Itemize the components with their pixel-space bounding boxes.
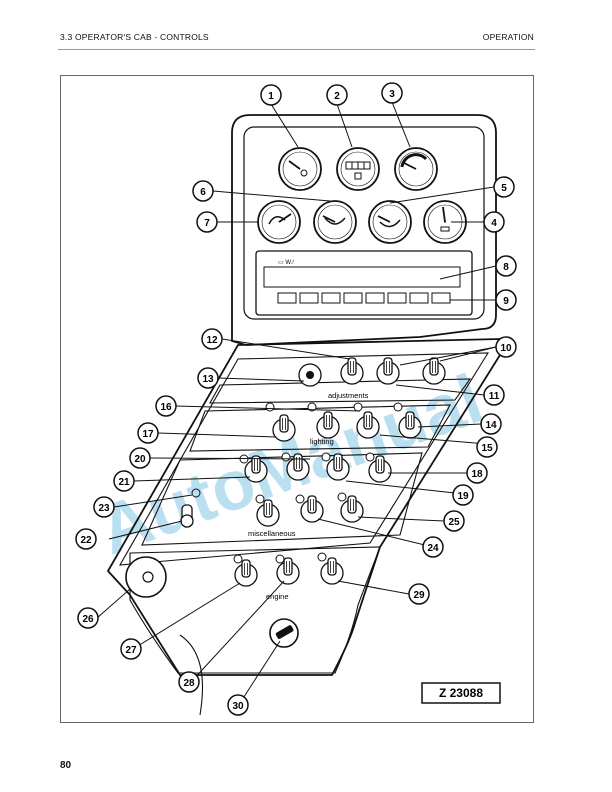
svg-text:8: 8 — [503, 262, 509, 273]
svg-text:5: 5 — [501, 183, 507, 194]
gauge-4-icon — [423, 200, 467, 244]
instrument-housing — [231, 114, 497, 346]
callout-22: 22 — [75, 528, 97, 550]
callout-18: 18 — [466, 462, 488, 484]
callout-16: 16 — [155, 395, 177, 417]
callout-10: 10 — [495, 336, 517, 358]
svg-text:10: 10 — [500, 343, 512, 354]
callout-24: 24 — [422, 536, 444, 558]
svg-text:28: 28 — [183, 678, 195, 689]
svg-text:2: 2 — [334, 91, 340, 102]
callout-8: 8 — [495, 255, 517, 277]
label-adjustments: adjustments — [328, 391, 369, 400]
svg-text:14: 14 — [485, 420, 497, 431]
figure-frame — [60, 75, 534, 723]
callout-23: 23 — [93, 496, 115, 518]
svg-text:7: 7 — [204, 218, 210, 229]
page-number: 80 — [60, 760, 72, 771]
callout-25: 25 — [443, 510, 465, 532]
svg-text:12: 12 — [206, 335, 218, 346]
toggle-switch-icon — [180, 488, 201, 528]
callout-21: 21 — [113, 470, 135, 492]
callout-5: 5 — [493, 176, 515, 198]
cab-controls-figure: AutoManual ▭ W ⁄ — [75, 82, 517, 716]
leader-lines — [96, 101, 497, 704]
svg-text:19: 19 — [457, 491, 469, 502]
section-header: 3.3 OPERATOR'S CAB - CONTROLS — [60, 32, 209, 42]
label-engine: engine — [266, 592, 289, 601]
label-lighting: lighting — [310, 437, 334, 446]
callout-11: 11 — [483, 384, 505, 406]
svg-text:22: 22 — [80, 535, 92, 546]
gauge-7-icon — [257, 200, 301, 244]
header-rule — [58, 49, 535, 50]
svg-text:26: 26 — [82, 614, 94, 625]
gauge-3-icon — [394, 147, 438, 191]
callout-2: 2 — [326, 84, 348, 106]
callout-12: 12 — [201, 328, 223, 350]
callout-30: 30 — [227, 694, 249, 716]
message-display: ▭ W ⁄ — [255, 250, 473, 316]
svg-text:17: 17 — [142, 429, 154, 440]
callout-1: 1 — [260, 84, 282, 106]
svg-text:4: 4 — [491, 218, 497, 229]
svg-text:▭ W ⁄: ▭ W ⁄ — [278, 260, 295, 266]
svg-text:30: 30 — [232, 701, 244, 712]
svg-text:20: 20 — [134, 454, 146, 465]
svg-text:23: 23 — [98, 503, 110, 514]
label-miscellaneous: miscellaneous — [248, 529, 296, 538]
svg-text:25: 25 — [448, 517, 460, 528]
plug-socket-icon — [125, 556, 167, 598]
callout-20: 20 — [129, 447, 151, 469]
svg-text:1: 1 — [268, 91, 274, 102]
gauge-2-icon — [336, 147, 380, 191]
callout-3: 3 — [381, 82, 403, 104]
callout-26: 26 — [77, 607, 99, 629]
figure-id-box: Z 23088 — [421, 682, 501, 704]
svg-text:27: 27 — [125, 645, 137, 656]
callout-28: 28 — [178, 671, 200, 693]
svg-text:29: 29 — [413, 590, 425, 601]
svg-text:3: 3 — [389, 89, 395, 100]
gauge-6-icon — [313, 200, 357, 244]
callout-17: 17 — [137, 422, 159, 444]
gauge-5-icon — [368, 200, 412, 244]
svg-text:21: 21 — [118, 477, 130, 488]
svg-text:24: 24 — [427, 543, 439, 554]
svg-text:13: 13 — [202, 374, 214, 385]
ignition-key-icon — [269, 618, 299, 648]
callout-4: 4 — [483, 211, 505, 233]
callout-13: 13 — [197, 367, 219, 389]
callout-19: 19 — [452, 484, 474, 506]
callout-6: 6 — [192, 180, 214, 202]
callout-15: 15 — [476, 436, 498, 458]
svg-text:18: 18 — [471, 469, 483, 480]
callout-7: 7 — [196, 211, 218, 233]
control-console — [106, 338, 501, 676]
adjustment-dial-icon — [298, 363, 322, 387]
callout-9: 9 — [495, 289, 517, 311]
callout-numbers: 1 2 3 4 5 6 7 8 9 10 11 12 13 14 15 16 1… — [75, 82, 517, 716]
callout-27: 27 — [120, 638, 142, 660]
chapter-header: OPERATION — [482, 32, 534, 42]
svg-text:6: 6 — [200, 187, 206, 198]
svg-text:16: 16 — [160, 402, 172, 413]
svg-text:15: 15 — [481, 443, 493, 454]
svg-text:Z 23088: Z 23088 — [439, 686, 483, 700]
callout-29: 29 — [408, 583, 430, 605]
svg-text:11: 11 — [489, 391, 500, 402]
callout-14: 14 — [480, 413, 502, 435]
svg-text:9: 9 — [503, 296, 509, 307]
gauge-1-icon — [278, 147, 322, 191]
